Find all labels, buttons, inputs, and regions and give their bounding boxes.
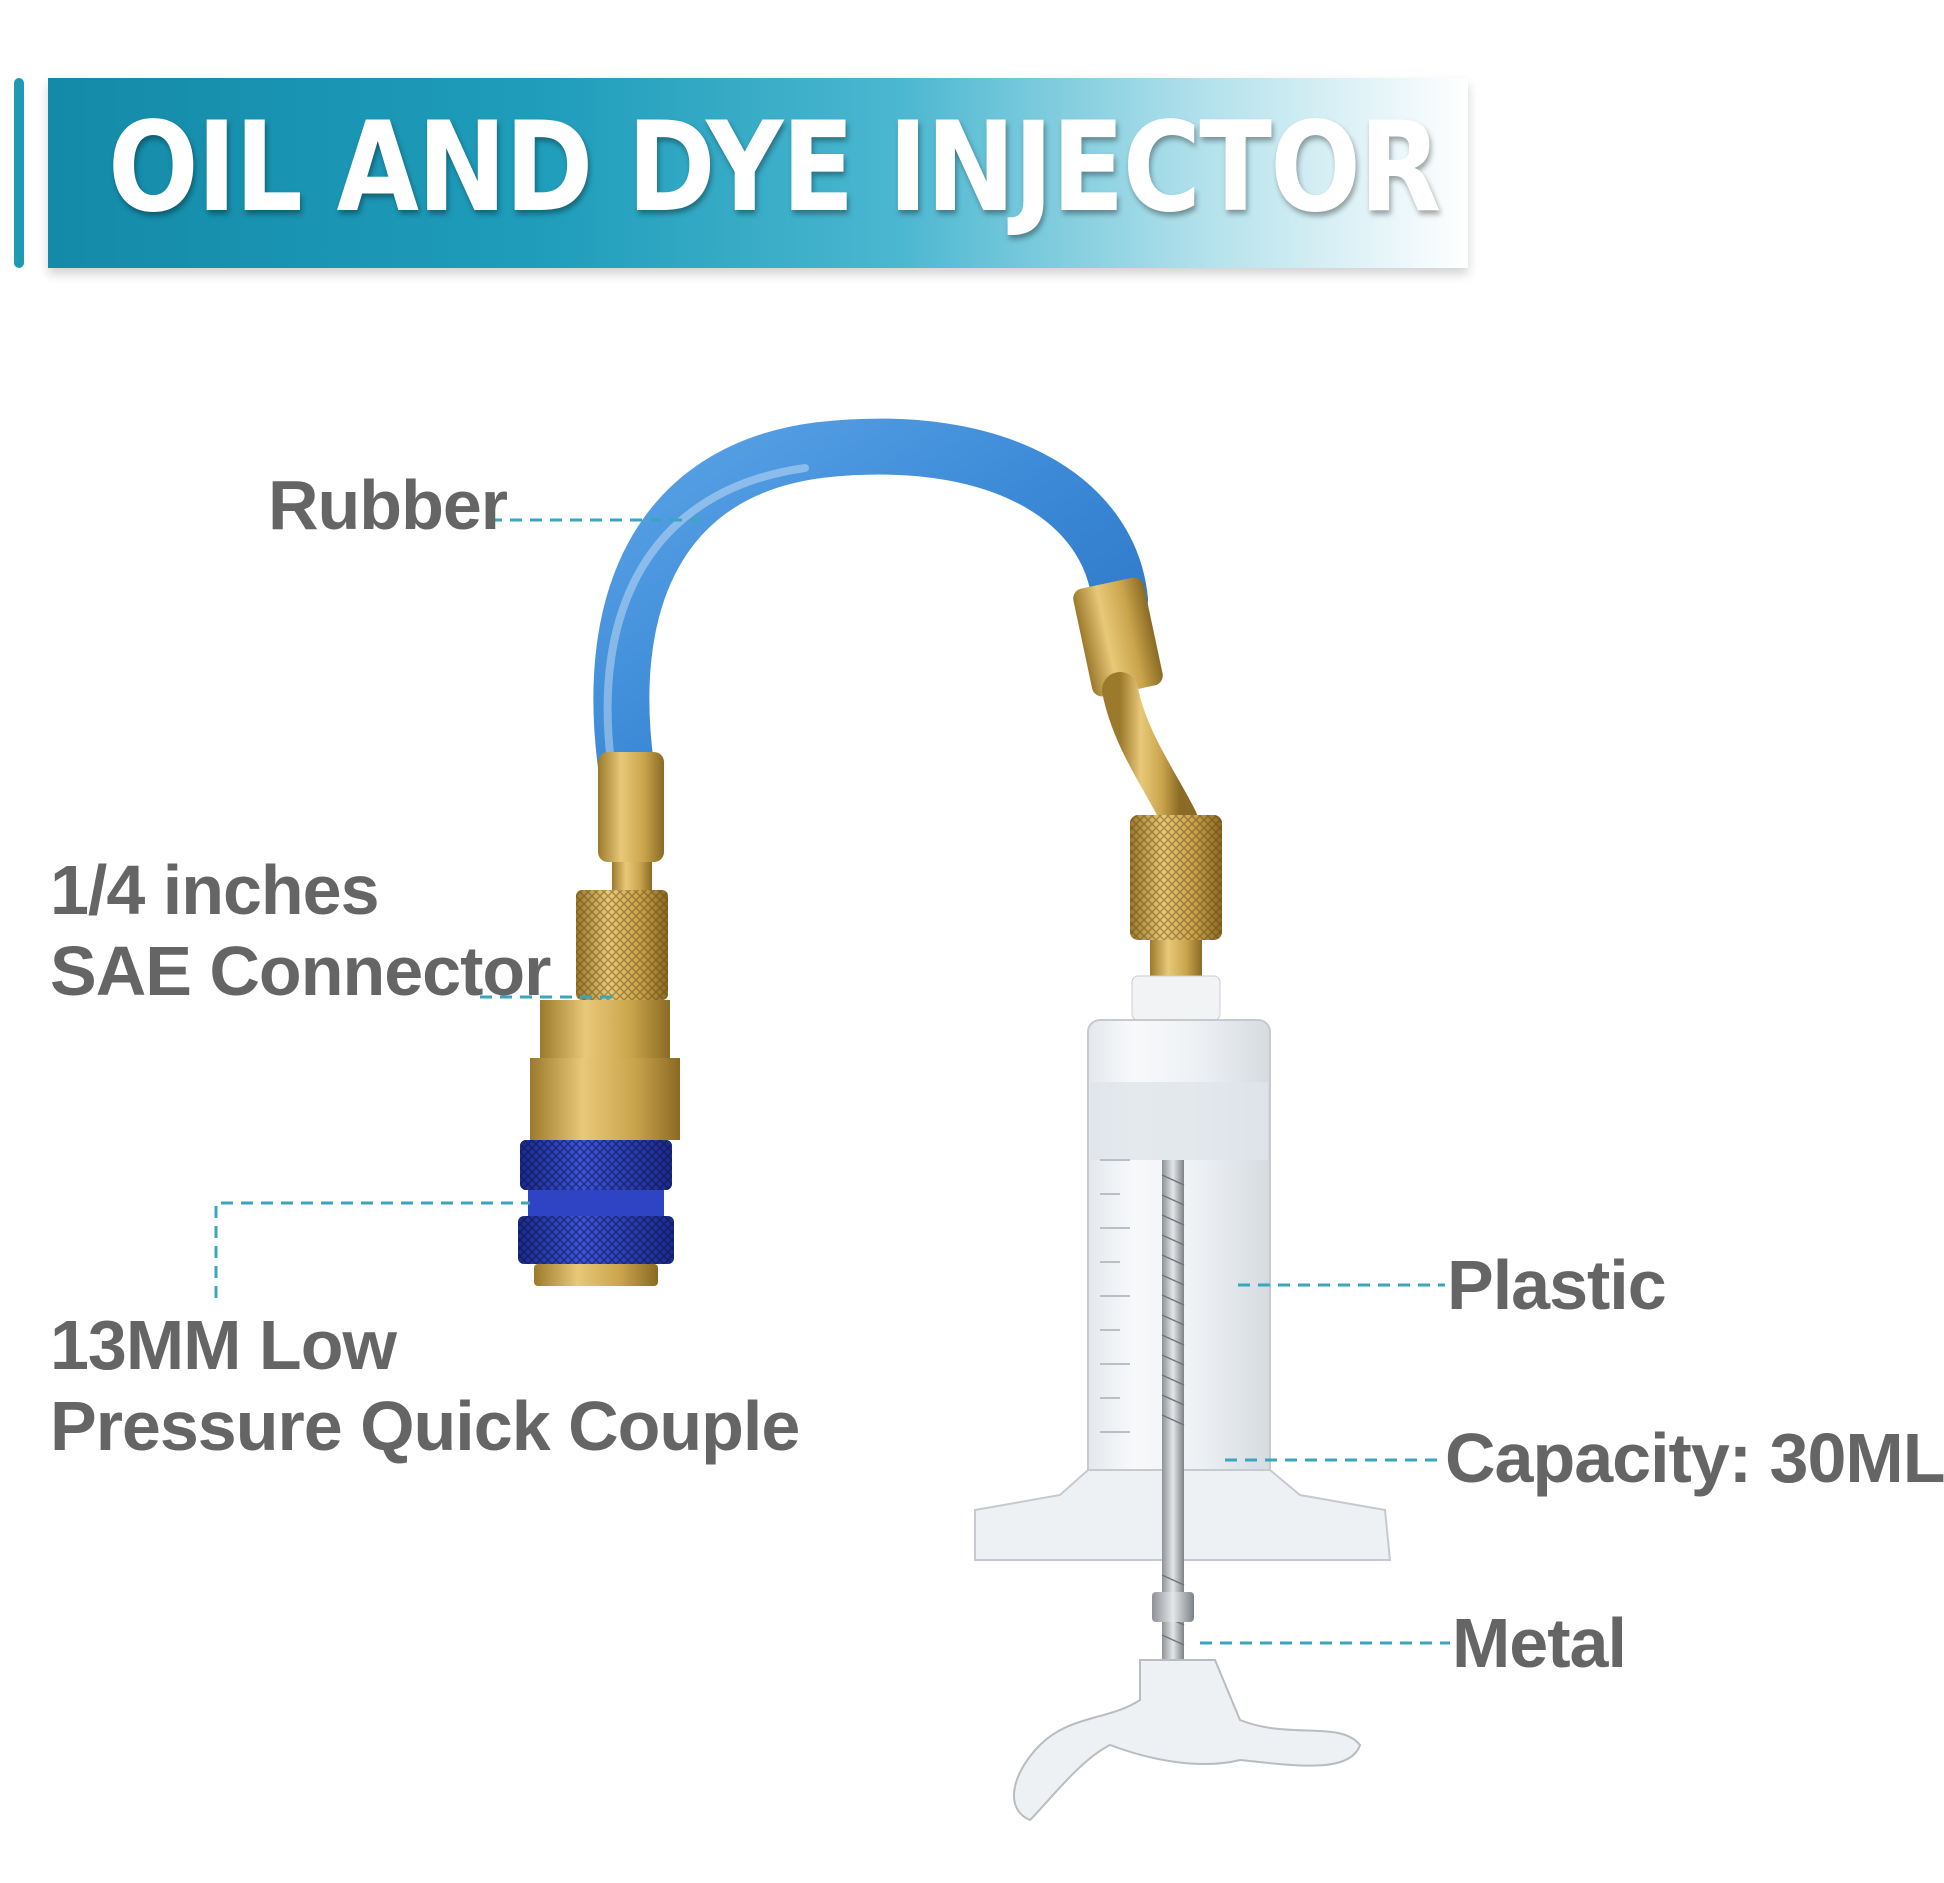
label-sae-line1: 1/4 inches bbox=[50, 851, 380, 929]
leader-coupler bbox=[214, 1201, 530, 1298]
quick-coupler bbox=[518, 1000, 680, 1286]
label-coupler-line2: Pressure Quick Couple bbox=[50, 1386, 800, 1465]
label-quick-coupler: 13MM Low Pressure Quick Couple bbox=[50, 1305, 800, 1466]
label-rubber-text: Rubber bbox=[268, 466, 508, 544]
label-plastic: Plastic bbox=[1447, 1245, 1667, 1326]
plunger-rod bbox=[1152, 1160, 1194, 1660]
page-title: OIL AND DYE INJECTOR bbox=[108, 96, 1441, 240]
sae-connector bbox=[576, 752, 668, 1000]
plunger-handle bbox=[1013, 1659, 1362, 1822]
label-capacity-text: Capacity: 30ML bbox=[1445, 1419, 1944, 1497]
label-plastic-text: Plastic bbox=[1447, 1246, 1667, 1324]
label-rubber: Rubber bbox=[268, 465, 508, 546]
title-banner: OIL AND DYE INJECTOR bbox=[48, 78, 1468, 268]
label-capacity: Capacity: 30ML bbox=[1445, 1418, 1944, 1499]
label-sae-line2: SAE Connector bbox=[50, 931, 551, 1010]
label-metal-text: Metal bbox=[1452, 1604, 1627, 1682]
label-coupler-line1: 13MM Low bbox=[50, 1306, 397, 1384]
product-illustration bbox=[214, 418, 1450, 1822]
hose-fitting-right bbox=[1073, 577, 1222, 976]
rubber-hose bbox=[593, 418, 1148, 808]
label-sae-connector: 1/4 inches SAE Connector bbox=[50, 850, 551, 1011]
label-metal: Metal bbox=[1452, 1603, 1627, 1684]
title-accent-bar bbox=[14, 78, 24, 268]
